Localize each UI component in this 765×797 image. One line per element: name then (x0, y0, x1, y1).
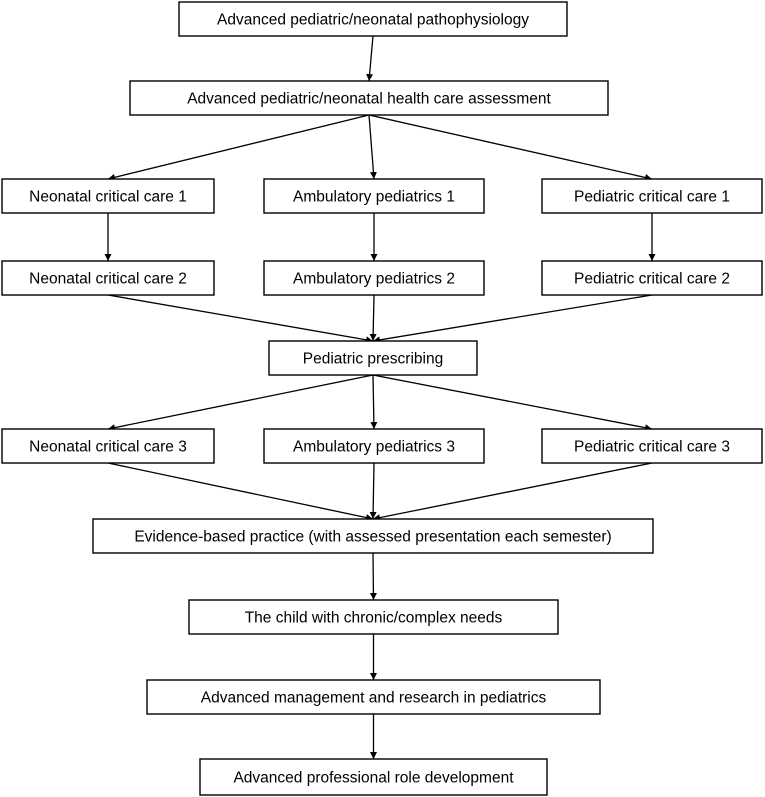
node-box-neo3 (1, 428, 215, 464)
arrow-prescribing-to-amb3 (370, 374, 378, 430)
node-amb1: Ambulatory pediatrics 1 (263, 178, 485, 214)
node-label-role: Advanced professional role development (233, 770, 514, 787)
arrow-neo2-to-prescribing (107, 294, 374, 344)
node-assessment: Advanced pediatric/neonatal health care … (129, 80, 609, 116)
node-box-amb3 (263, 428, 485, 464)
node-label-amb1: Ambulatory pediatrics 1 (293, 189, 455, 206)
node-label-neo1: Neonatal critical care 1 (29, 189, 187, 206)
node-label-chronic: The child with chronic/complex needs (245, 610, 503, 627)
arrow-ped2-to-prescribing (372, 294, 653, 344)
node-role: Advanced professional role development (199, 758, 548, 796)
node-label-prescribing: Pediatric prescribing (303, 351, 443, 368)
node-label-neo3: Neonatal critical care 3 (29, 439, 187, 456)
node-label-ebp: Evidence-based practice (with assessed p… (134, 529, 611, 546)
node-amb2: Ambulatory pediatrics 2 (263, 260, 485, 296)
arrow-assessment-to-neo1 (107, 114, 370, 181)
arrow-ebp-to-chronic (369, 552, 377, 601)
node-chronic: The child with chronic/complex needs (188, 599, 559, 635)
arrow-pathophysiology-to-assessment (366, 35, 374, 82)
node-box-pathophysiology (178, 1, 568, 37)
arrow-prescribing-to-ped3 (372, 374, 653, 432)
node-box-role (199, 758, 548, 796)
node-box-ped3 (541, 428, 763, 464)
node-box-management (146, 679, 601, 715)
arrow-amb3-to-ebp (369, 462, 377, 520)
node-neo1: Neonatal critical care 1 (1, 178, 215, 214)
node-box-prescribing (268, 340, 478, 376)
node-label-ped2: Pediatric critical care 2 (574, 271, 730, 288)
arrow-ped3-to-ebp (372, 462, 653, 522)
node-ped2: Pediatric critical care 2 (541, 260, 763, 296)
node-ebp: Evidence-based practice (with assessed p… (92, 518, 654, 554)
node-box-ebp (92, 518, 654, 554)
node-label-neo2: Neonatal critical care 2 (29, 271, 187, 288)
arrow-assessment-to-amb1 (368, 114, 377, 180)
node-neo3: Neonatal critical care 3 (1, 428, 215, 464)
node-management: Advanced management and research in pedi… (146, 679, 601, 715)
node-label-ped1: Pediatric critical care 1 (574, 189, 730, 206)
arrow-assessment-to-ped1 (368, 114, 653, 181)
node-ped3: Pediatric critical care 3 (541, 428, 763, 464)
node-box-amb2 (263, 260, 485, 296)
node-box-neo2 (1, 260, 215, 296)
node-ped1: Pediatric critical care 1 (541, 178, 763, 214)
node-label-amb2: Ambulatory pediatrics 2 (293, 271, 455, 288)
node-box-chronic (188, 599, 559, 635)
node-pathophysiology: Advanced pediatric/neonatal pathophysiol… (178, 1, 568, 37)
node-label-assessment: Advanced pediatric/neonatal health care … (187, 91, 551, 108)
node-prescribing: Pediatric prescribing (268, 340, 478, 376)
arrow-neo3-to-ebp (107, 462, 374, 521)
node-box-ped2 (541, 260, 763, 296)
arrow-prescribing-to-neo3 (107, 374, 374, 432)
node-label-amb3: Ambulatory pediatrics 3 (293, 439, 455, 456)
arrow-amb2-to-prescribing (369, 294, 377, 342)
node-label-management: Advanced management and research in pedi… (201, 690, 547, 707)
node-neo2: Neonatal critical care 2 (1, 260, 215, 296)
node-box-amb1 (263, 178, 485, 214)
node-label-pathophysiology: Advanced pediatric/neonatal pathophysiol… (217, 12, 529, 29)
node-label-ped3: Pediatric critical care 3 (574, 439, 730, 456)
edge-layer (104, 35, 656, 759)
node-box-neo1 (1, 178, 215, 214)
node-box-ped1 (541, 178, 763, 214)
node-box-assessment (129, 80, 609, 116)
node-amb3: Ambulatory pediatrics 3 (263, 428, 485, 464)
